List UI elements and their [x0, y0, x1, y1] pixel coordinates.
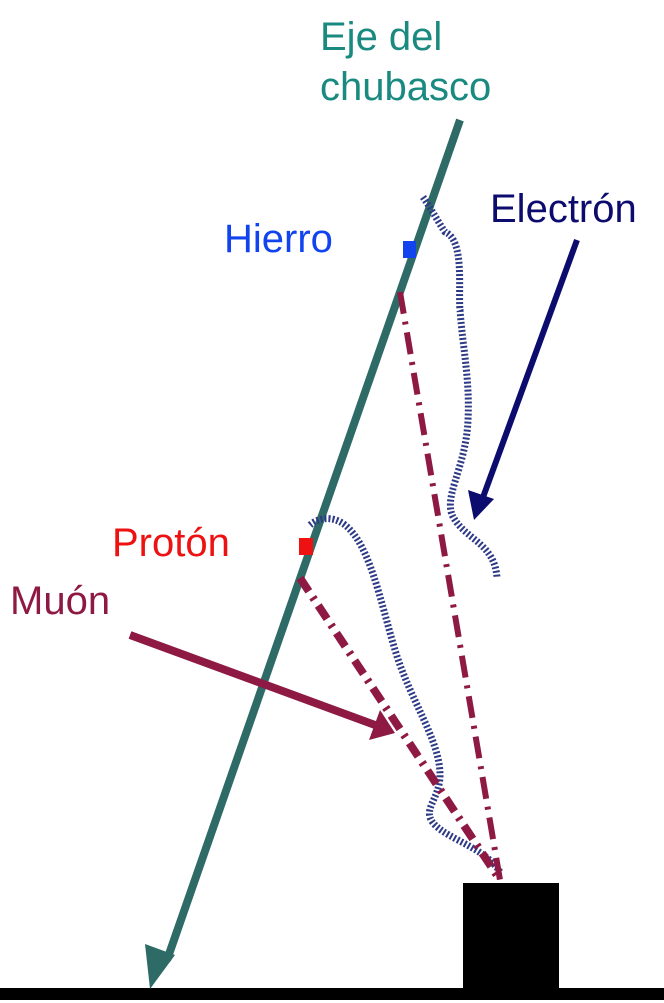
muon-pointer-arrowhead: [369, 710, 395, 740]
muon-label: Muón: [10, 579, 110, 623]
electron-track-iron: [420, 195, 501, 579]
electron-label: Electrón: [490, 187, 637, 231]
iron-label: Hierro: [224, 217, 333, 261]
electron-pointer-arrow: [479, 238, 580, 502]
detector-block: [463, 883, 559, 989]
shower-axis-label-line1: Eje del: [320, 15, 442, 59]
shower-axis-line: [163, 118, 464, 962]
muon-track-proton: [296, 575, 504, 883]
muon-pointer-arrow: [128, 631, 377, 729]
electron-track-proton: [307, 515, 503, 875]
proton-label: Protón: [112, 521, 230, 565]
proton-marker: [299, 538, 313, 555]
shower-axis-label-line2: chubasco: [320, 65, 491, 109]
muon-track-iron: [397, 291, 503, 881]
electron-pointer-arrowhead: [468, 490, 494, 520]
shower-axis-arrowhead: [145, 944, 175, 989]
iron-marker: [403, 241, 416, 258]
